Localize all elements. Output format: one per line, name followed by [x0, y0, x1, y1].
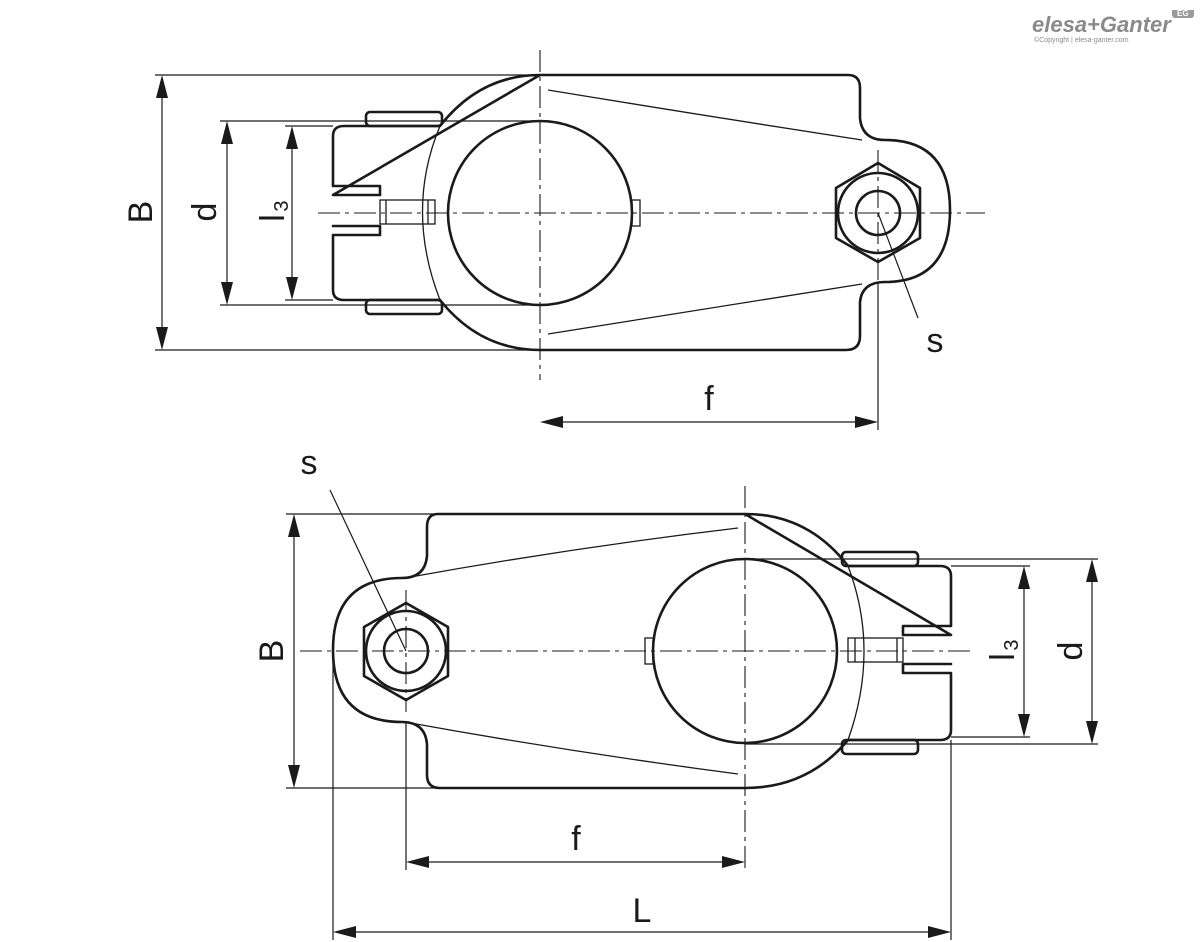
top-taper-upper: [547, 89, 863, 141]
bottom-label-l: l: [984, 653, 1022, 661]
bottom-dimensions: [286, 489, 1098, 940]
top-view: [318, 50, 985, 380]
bottom-view: [300, 486, 970, 868]
top-label-l-sub: 3: [271, 200, 293, 211]
top-label-f: f: [704, 380, 714, 418]
top-label-l: l: [254, 214, 292, 222]
top-slit-screw: [379, 199, 436, 225]
logo-copyright: ©Copyright | elesa-ganter.com: [1034, 36, 1129, 44]
logo-badge-text: EG: [1177, 10, 1189, 18]
top-dimensions: [155, 74, 919, 430]
bottom-slit-screw: [847, 637, 904, 663]
bottom-label-L: L: [633, 892, 652, 930]
bottom-labels: B d l 3 s f L: [253, 444, 1090, 930]
top-collar-arc: [421, 125, 441, 301]
bottom-taper-upper: [404, 527, 739, 579]
logo-text: elesa+Ganter: [1032, 12, 1172, 37]
top-taper-lower: [547, 283, 863, 335]
bottom-label-s: s: [301, 444, 318, 482]
top-label-d: d: [186, 203, 224, 222]
bottom-collar-arc: [847, 565, 865, 741]
bottom-label-d: d: [1052, 642, 1090, 661]
bottom-tab-lower: [840, 738, 920, 756]
bottom-label-B: B: [253, 640, 291, 663]
bottom-taper-lower: [404, 721, 739, 775]
bottom-label-l-sub: 3: [1001, 639, 1023, 650]
top-label-s: s: [927, 322, 944, 360]
logo-badge: [1172, 10, 1194, 18]
bottom-label-f: f: [571, 820, 581, 858]
top-label-B: B: [122, 201, 160, 224]
top-labels: B d l 3 s f: [122, 200, 944, 418]
top-clamp-body: [331, 73, 952, 352]
top-tab-upper: [364, 110, 444, 128]
elesa-ganter-logo: elesa+Ganter ©Copyright | elesa-ganter.c…: [1032, 10, 1194, 44]
top-tab-lower: [364, 298, 444, 316]
